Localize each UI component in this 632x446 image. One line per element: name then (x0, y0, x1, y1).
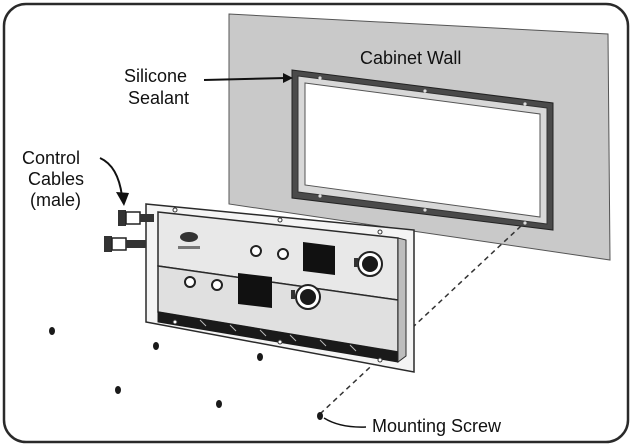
lower-indicator-right (211, 279, 223, 291)
lower-dial-tab (291, 290, 295, 299)
mounting-screws (49, 327, 323, 420)
mounting-screw-leader-line (323, 417, 367, 428)
brand-logo (180, 232, 198, 242)
brand-text-mark (178, 246, 200, 249)
screw-icon (49, 327, 55, 335)
lower-indicator-left (184, 276, 196, 288)
lower-dial-knob (300, 289, 316, 305)
alignment-dashed-line (320, 225, 522, 414)
control-cable-connector-lower (104, 236, 146, 252)
control-box-side (397, 237, 407, 363)
upper-dial-knob (362, 256, 378, 272)
control-cables-arrowhead (116, 192, 129, 206)
upper-indicator-right (277, 248, 289, 260)
silicone-label-line1: Silicone (124, 66, 187, 86)
upper-dial-tab (354, 258, 358, 267)
frame-holes (318, 76, 527, 225)
upper-display (303, 242, 335, 275)
screw-icon (153, 342, 159, 350)
mounting-screw-label: Mounting Screw (372, 416, 502, 436)
cabinet-wall-label: Cabinet Wall (360, 48, 461, 68)
upper-indicator-left (250, 245, 262, 257)
vent-slots (199, 319, 357, 352)
silicone-arrowhead (283, 73, 293, 83)
screw-icon (317, 412, 323, 420)
silicone-leader-line (203, 77, 287, 81)
screw-icon (216, 400, 222, 408)
control-cables-label-line1: Control (22, 148, 80, 168)
control-cables-leader-line (99, 157, 123, 197)
lower-display (238, 273, 272, 308)
control-cables-label-line2: Cables (28, 169, 84, 189)
screw-icon (115, 386, 121, 394)
control-cables-label-line3: (male) (30, 190, 81, 210)
screw-icon (257, 353, 263, 361)
flange-holes (172, 207, 383, 363)
silicone-label-line2: Sealant (128, 88, 189, 108)
wall-opening (304, 82, 541, 218)
control-cable-connector-upper (118, 210, 154, 226)
